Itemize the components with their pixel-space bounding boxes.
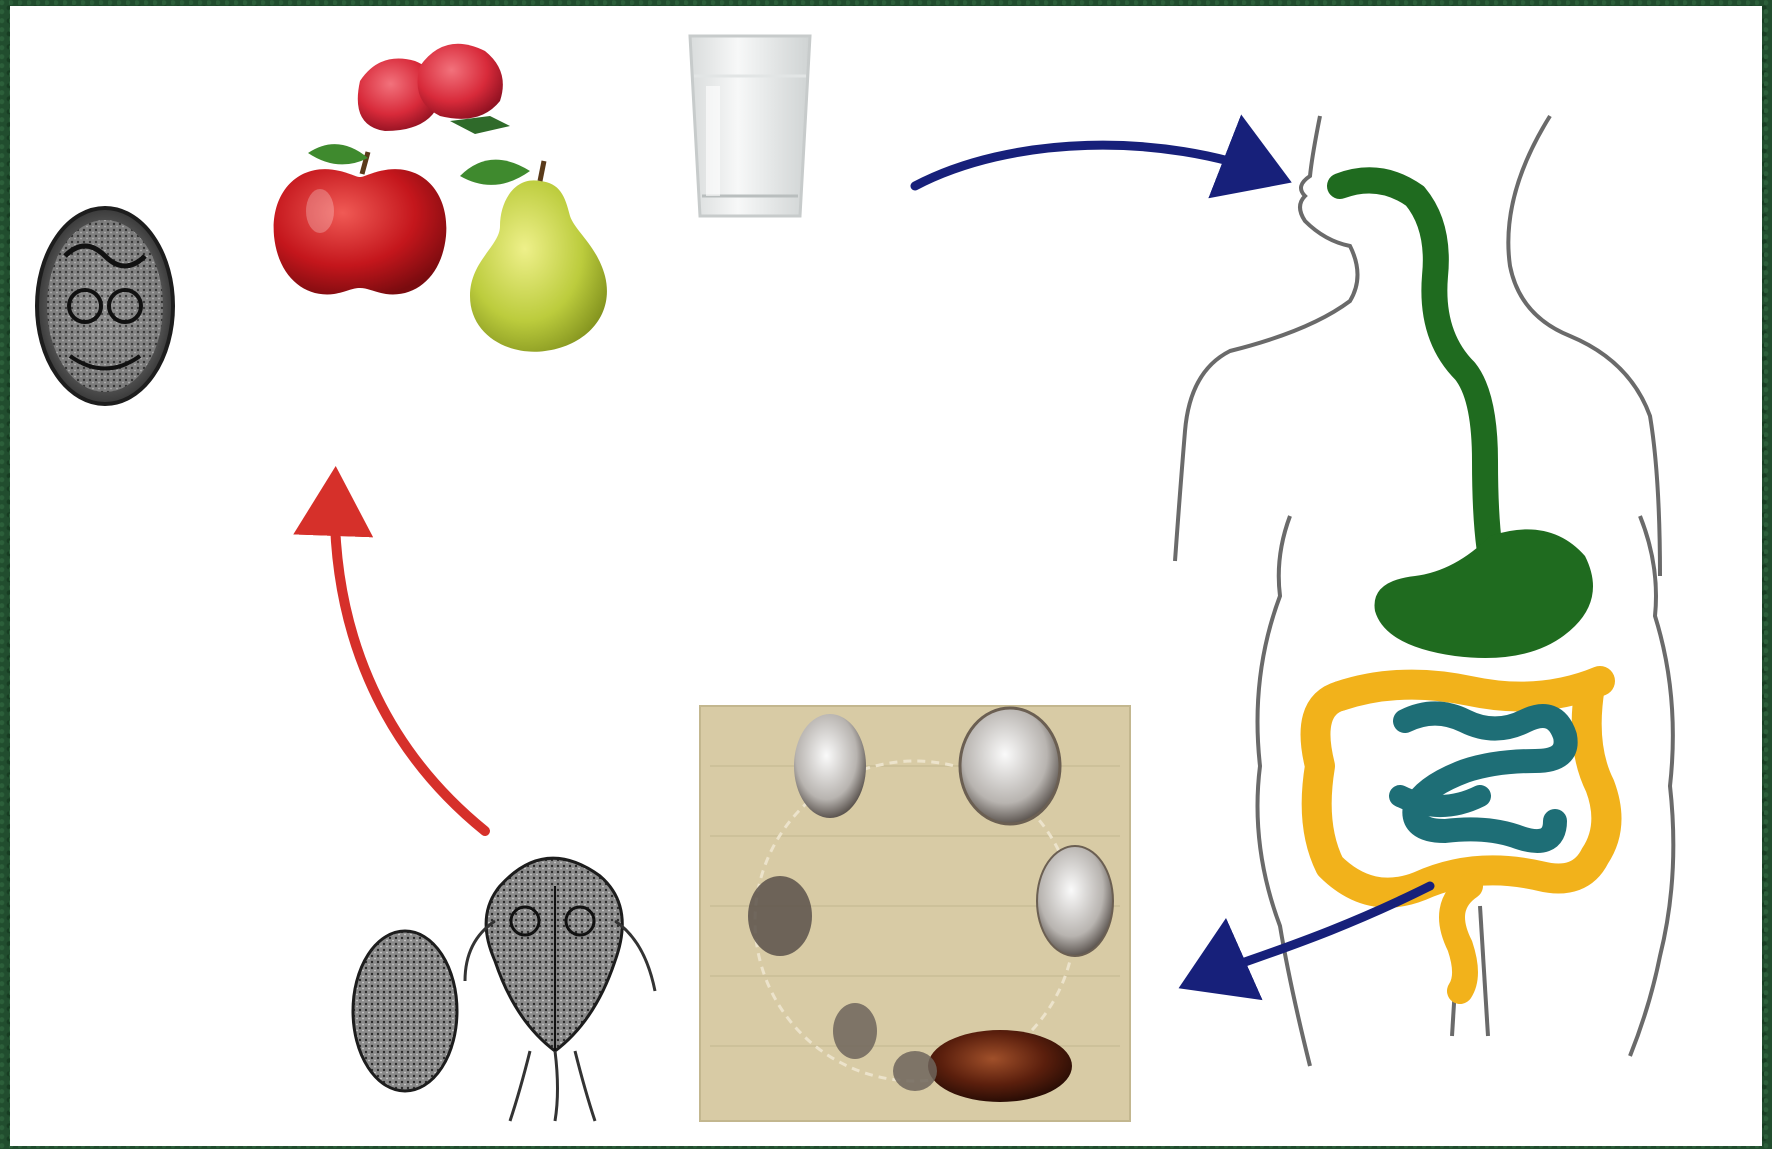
trophozoite-icon xyxy=(353,858,655,1121)
small-intestine xyxy=(1400,714,1566,842)
arrow-ingestion xyxy=(915,145,1275,186)
stage-cyst-2 xyxy=(1037,846,1113,956)
strawberry-icon xyxy=(358,44,510,134)
body-outline-icon xyxy=(1175,116,1673,1066)
arrow-excretion xyxy=(1195,886,1430,981)
cyst-small xyxy=(353,931,457,1091)
stage-small-1 xyxy=(833,1003,877,1059)
apple-icon xyxy=(274,144,447,294)
pear-icon xyxy=(460,160,607,352)
stage-cyst-1 xyxy=(960,708,1060,824)
stage-trophozoite-1 xyxy=(794,714,866,818)
stage-trophozoite-2 xyxy=(748,876,812,956)
esophagus-stomach xyxy=(1340,180,1593,658)
diagram-canvas xyxy=(10,6,1762,1146)
cyst-icon xyxy=(37,208,173,404)
fruit-icon xyxy=(274,44,607,352)
arrow-contamination xyxy=(335,486,485,831)
stage-small-2 xyxy=(893,1051,937,1091)
stage-dark-cyst xyxy=(928,1030,1072,1102)
water-glass-icon xyxy=(690,36,810,216)
life-cycle-diagram xyxy=(10,6,1762,1146)
micrograph-icon xyxy=(700,706,1130,1121)
